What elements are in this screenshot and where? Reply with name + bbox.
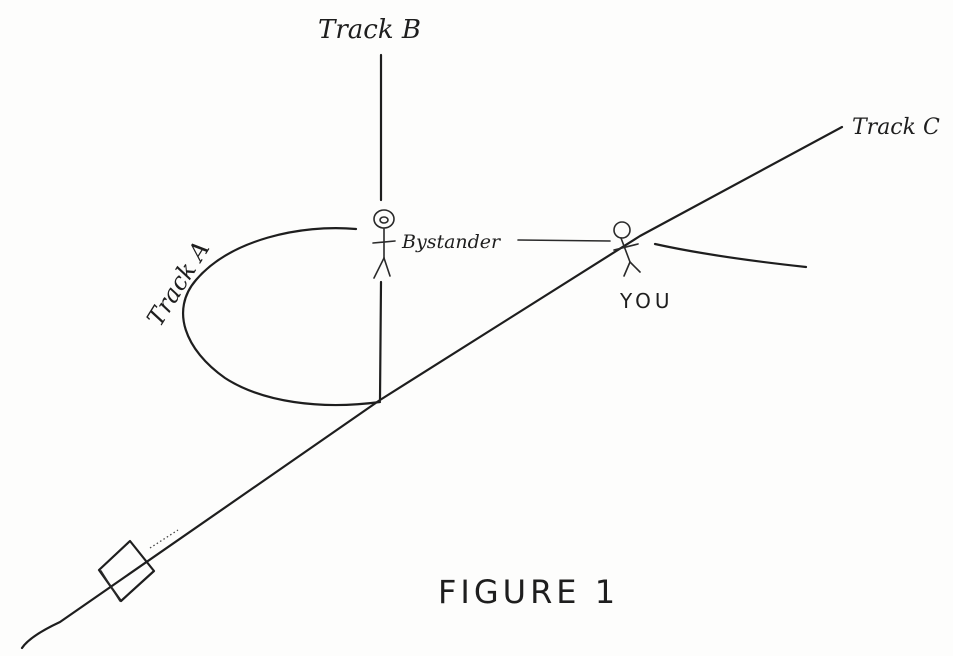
figure-caption: FIGURE 1 bbox=[438, 573, 619, 611]
track-c-label: Track C bbox=[852, 115, 940, 140]
bystander-label: Bystander bbox=[401, 231, 502, 253]
you-figure bbox=[614, 222, 640, 276]
bystander-figure bbox=[373, 210, 395, 278]
trolley-direction-dots bbox=[150, 530, 178, 548]
track-a-label: Track A bbox=[141, 236, 215, 331]
switch-branch-line bbox=[655, 244, 806, 267]
track-b-label: Track B bbox=[318, 15, 421, 45]
track-c-line bbox=[22, 127, 842, 648]
you-label: YOU bbox=[619, 289, 674, 313]
track-b-lower-line bbox=[380, 282, 381, 400]
trolley-box bbox=[99, 541, 154, 601]
bystander-connector-line bbox=[518, 240, 610, 241]
